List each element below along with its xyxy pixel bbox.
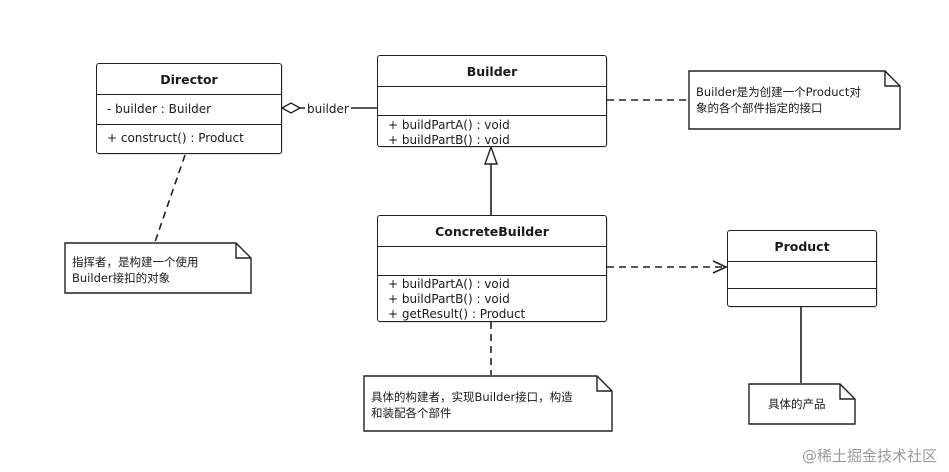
concrete-method-buildparta: + buildPartA() : void bbox=[388, 277, 510, 291]
director-attributes: - builder : Builder bbox=[97, 95, 281, 125]
builder-note[interactable]: Builder是为创建一个Product对 象的各个部件指定的接口 bbox=[688, 70, 901, 130]
concrete-builder-class[interactable]: ConcreteBuilder + buildPartA() : void + … bbox=[377, 215, 607, 322]
concrete-method-getresult: + getResult() : Product bbox=[388, 307, 526, 321]
product-note[interactable]: 具体的产品 bbox=[748, 383, 856, 425]
director-method-construct: + construct() : Product bbox=[107, 131, 244, 145]
product-methods bbox=[728, 289, 876, 306]
builder-note-text: Builder是为创建一个Product对 象的各个部件指定的接口 bbox=[696, 85, 861, 115]
product-attributes bbox=[728, 262, 876, 289]
director-methods: + construct() : Product bbox=[97, 125, 281, 152]
aggregation-role-label: builder bbox=[305, 102, 351, 116]
note-shape bbox=[363, 375, 613, 432]
builder-methods: + buildPartA() : void + buildPartB() : v… bbox=[378, 116, 606, 150]
generalization-arrow bbox=[484, 144, 498, 165]
director-class[interactable]: Director - builder : Builder + construct… bbox=[96, 63, 282, 154]
product-class[interactable]: Product bbox=[727, 230, 877, 307]
director-note-link bbox=[154, 154, 186, 243]
note-shape bbox=[748, 383, 856, 425]
watermark: @稀土掘金技术社区 bbox=[801, 447, 937, 465]
concrete-builder-note[interactable]: 具体的构建者，实现Builder接口，构造 和装配各个部件 bbox=[363, 375, 613, 432]
concrete-builder-class-name: ConcreteBuilder bbox=[378, 216, 606, 247]
note-shape bbox=[64, 242, 252, 294]
builder-method-buildparta: + buildPartA() : void bbox=[388, 118, 510, 132]
concrete-builder-note-text: 具体的构建者，实现Builder接口，构造 和装配各个部件 bbox=[371, 390, 573, 420]
builder-class-name: Builder bbox=[378, 56, 606, 87]
dependency-arrowhead bbox=[712, 260, 728, 274]
note-shape bbox=[688, 70, 901, 130]
concrete-method-buildpartb: + buildPartB() : void bbox=[388, 292, 510, 306]
aggregation-diamond bbox=[280, 102, 302, 114]
builder-class[interactable]: Builder + buildPartA() : void + buildPar… bbox=[377, 55, 607, 147]
director-note-text: 指挥者，是构建一个使用 Builder接扣的对象 bbox=[72, 255, 199, 285]
builder-attributes bbox=[378, 87, 606, 116]
director-class-name: Director bbox=[97, 64, 281, 95]
builder-method-buildpartb: + buildPartB() : void bbox=[388, 133, 510, 147]
director-note[interactable]: 指挥者，是构建一个使用 Builder接扣的对象 bbox=[64, 242, 252, 294]
product-note-text: 具体的产品 bbox=[768, 397, 826, 411]
director-attribute-builder: - builder : Builder bbox=[107, 102, 212, 116]
concrete-builder-attributes bbox=[378, 247, 606, 276]
concrete-builder-methods: + buildPartA() : void + buildPartB() : v… bbox=[378, 276, 606, 324]
product-class-name: Product bbox=[728, 231, 876, 262]
